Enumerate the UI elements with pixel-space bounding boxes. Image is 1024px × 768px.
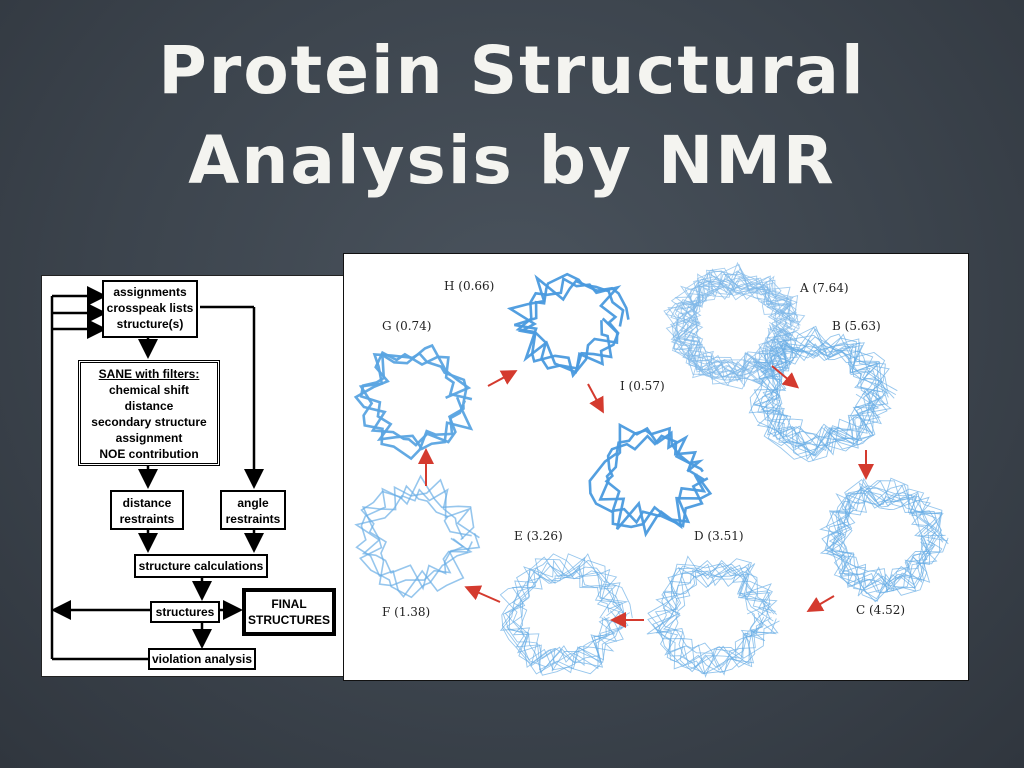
- backbone-trace: [499, 566, 624, 674]
- structure-calculations-label: structure calculations: [138, 559, 264, 573]
- backbone-trace: [831, 493, 949, 594]
- slide-title-line-1: Protein Structural: [158, 32, 866, 109]
- backbone-trace: [657, 570, 779, 673]
- filter-secondary-structure: secondary structure: [91, 415, 207, 429]
- ensemble-label-e: E (3.26): [514, 529, 563, 543]
- backbone-trace: [604, 434, 713, 530]
- ensemble-figure: A (7.64) B (5.63) C (4.52) D (3.51) E (3.26)…: [353, 261, 949, 679]
- assignments-box: assignments crosspeak lists structure(s): [102, 280, 198, 338]
- violation-analysis-label: violation analysis: [151, 652, 253, 666]
- flowchart-connectors: [50, 286, 264, 661]
- backbone-trace: [763, 336, 888, 452]
- backbone-trace: [668, 562, 780, 679]
- ensemble-label-c: C (4.52): [856, 603, 905, 617]
- transition-arrow: [587, 383, 604, 414]
- slide-title-line-2: Analysis by NMR: [188, 122, 836, 199]
- backbone-trace: [501, 562, 629, 675]
- transition-arrow: [771, 365, 800, 389]
- backbone-trace: [753, 328, 882, 444]
- backbone-trace: [359, 343, 474, 451]
- filter-distance: distance: [124, 399, 174, 413]
- backbone-trace: [588, 426, 707, 529]
- ensemble-c: [819, 477, 949, 603]
- backbone-trace: [508, 556, 622, 668]
- ensemble-i: [588, 422, 713, 538]
- violation-analysis-box: violation analysis: [148, 648, 256, 670]
- backbone-trace: [675, 271, 800, 375]
- backbone-trace: [826, 477, 938, 593]
- ensemble-h: [506, 272, 630, 379]
- structures-input-label: structure(s): [116, 317, 184, 331]
- sane-filters-box: SANE with filters: chemical shift distan…: [78, 360, 220, 466]
- ensemble-label-f: F (1.38): [382, 605, 430, 619]
- backbone-trace: [359, 478, 480, 599]
- transition-arrow: [806, 595, 835, 613]
- final-structures-label: STRUCTURES: [247, 613, 330, 627]
- ensemble-label-b: B (5.63): [832, 319, 881, 333]
- backbone-trace: [504, 553, 633, 671]
- transition-arrow: [464, 585, 501, 603]
- distance-label: distance: [122, 496, 172, 510]
- ensemble-label-h: H (0.66): [444, 279, 494, 293]
- assignments-label: assignments: [113, 285, 187, 299]
- backbone-trace: [647, 563, 776, 671]
- backbone-trace: [355, 484, 472, 598]
- backbone-trace: [502, 558, 622, 676]
- backbone-trace: [758, 334, 889, 456]
- ensemble-label-d: D (3.51): [694, 529, 744, 543]
- backbone-trace: [506, 553, 629, 674]
- backbone-trace: [501, 559, 628, 675]
- sane-heading: SANE with filters:: [98, 367, 200, 381]
- backbone-trace: [654, 558, 772, 663]
- ensemble-b: [748, 325, 898, 463]
- backbone-trace: [837, 477, 946, 589]
- backbone-trace: [829, 485, 943, 593]
- distance-restraints-box: distance restraints: [110, 490, 184, 530]
- backbone-trace: [598, 422, 709, 538]
- transition-arrow: [487, 370, 518, 387]
- backbone-trace: [358, 351, 468, 461]
- backbone-trace: [763, 339, 895, 460]
- distance-restraints-label: restraints: [119, 512, 175, 526]
- backbone-trace: [686, 270, 797, 381]
- backbone-trace: [671, 282, 793, 388]
- backbone-trace: [646, 559, 773, 673]
- backbone-trace: [512, 559, 631, 672]
- final-structures-box: FINAL STRUCTURES: [242, 588, 336, 636]
- backbone-trace: [506, 274, 625, 379]
- structure-calculations-box: structure calculations: [134, 554, 268, 578]
- backbone-trace: [830, 487, 943, 589]
- filter-assignment: assignment: [115, 431, 183, 445]
- angle-label: angle: [237, 496, 269, 510]
- structures-label: structures: [155, 605, 215, 619]
- backbone-trace: [514, 272, 630, 374]
- backbone-trace: [655, 563, 777, 676]
- angle-restraints-box: angle restraints: [220, 490, 286, 530]
- backbone-trace: [828, 487, 943, 600]
- filter-chemical-shift: chemical shift: [108, 383, 190, 397]
- ensemble-label-i: I (0.57): [620, 379, 665, 393]
- backbone-trace: [749, 338, 892, 447]
- backbone-trace: [757, 331, 886, 448]
- ensemble-label-g: G (0.74): [382, 319, 431, 333]
- flowchart-panel: assignments crosspeak lists structure(s)…: [41, 275, 345, 677]
- ensemble-f: [354, 474, 481, 599]
- ensemble-panel: A (7.64) B (5.63) C (4.52) D (3.51) E (3.26)…: [343, 253, 969, 681]
- ensemble-d: [646, 555, 780, 679]
- filter-noe-contribution: NOE contribution: [99, 447, 199, 461]
- final-label: FINAL: [271, 597, 307, 611]
- ensemble-g: [353, 343, 474, 461]
- backbone-trace: [353, 350, 473, 447]
- backbone-trace: [354, 488, 481, 591]
- ensemble-e: [499, 553, 633, 676]
- ensemble-label-a: A (7.64): [799, 281, 849, 295]
- crosspeak-lists-label: crosspeak lists: [106, 301, 194, 315]
- structures-box: structures: [150, 601, 220, 623]
- angle-restraints-label: restraints: [225, 512, 281, 526]
